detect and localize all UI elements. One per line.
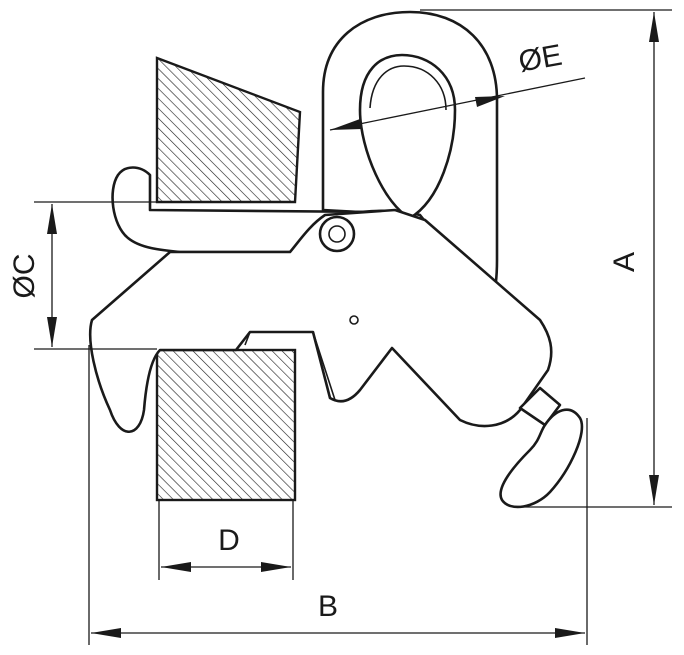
locking-handle: [499, 408, 584, 509]
dim-d-arrow-left: [161, 562, 191, 572]
dim-e-label: ØE: [516, 39, 564, 79]
dim-b-label: B: [318, 590, 338, 623]
eye-opening: [358, 53, 457, 220]
dim-d-arrow-right: [261, 562, 291, 572]
locking-stem: [518, 386, 562, 427]
upper-workpiece: [155, 56, 302, 204]
dim-e-line: [329, 77, 586, 131]
lever-arm: [88, 208, 553, 433]
dim-a-arrow-top: [649, 12, 659, 42]
eye-inner-edge: [369, 65, 447, 111]
lower-workpiece: [155, 348, 297, 502]
dim-d-label: D: [218, 524, 240, 557]
dim-e-arrow-left: [330, 119, 362, 130]
dim-c-arrow-top: [47, 204, 57, 234]
dim-b-arrow-right: [555, 628, 585, 638]
dim-a-label: A: [608, 252, 641, 272]
jaw-step-detail: [244, 331, 336, 401]
pivot-pin-outer: [318, 215, 356, 253]
dim-a-arrow-bottom: [649, 475, 659, 505]
dim-b-arrow-left: [91, 628, 121, 638]
small-hole: [349, 315, 359, 325]
pivot-pin-inner: [328, 225, 346, 243]
dim-e-arrow-right: [475, 96, 505, 107]
dim-c-arrow-bottom: [47, 317, 57, 347]
dim-c-label: ØC: [8, 254, 41, 299]
